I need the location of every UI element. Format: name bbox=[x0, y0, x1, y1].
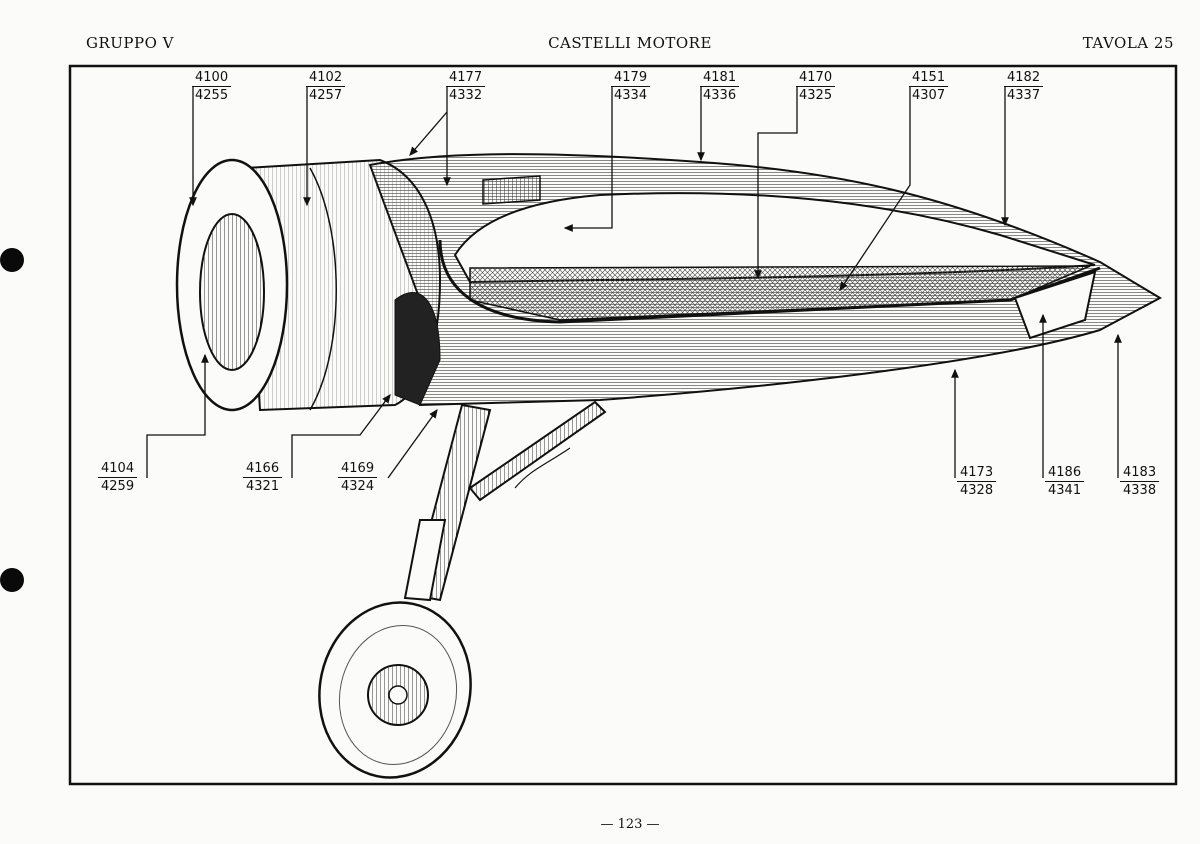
plate-number: TAVOLA 25 bbox=[1082, 34, 1174, 52]
plate-border bbox=[68, 64, 1178, 786]
plate-title: CASTELLI MOTORE bbox=[548, 34, 712, 52]
side-panel-edge bbox=[438, 239, 1101, 324]
punch-hole bbox=[0, 568, 24, 592]
punch-hole bbox=[0, 248, 24, 272]
vent-louvres bbox=[482, 175, 541, 205]
nose-panel bbox=[1013, 270, 1097, 340]
leader-lines bbox=[146, 86, 1122, 479]
artist-signature bbox=[514, 447, 571, 489]
group-title: GRUPPO V bbox=[86, 34, 175, 52]
page-number: — 123 — bbox=[600, 817, 660, 832]
air-intake bbox=[199, 213, 265, 371]
landing-gear bbox=[403, 400, 607, 602]
